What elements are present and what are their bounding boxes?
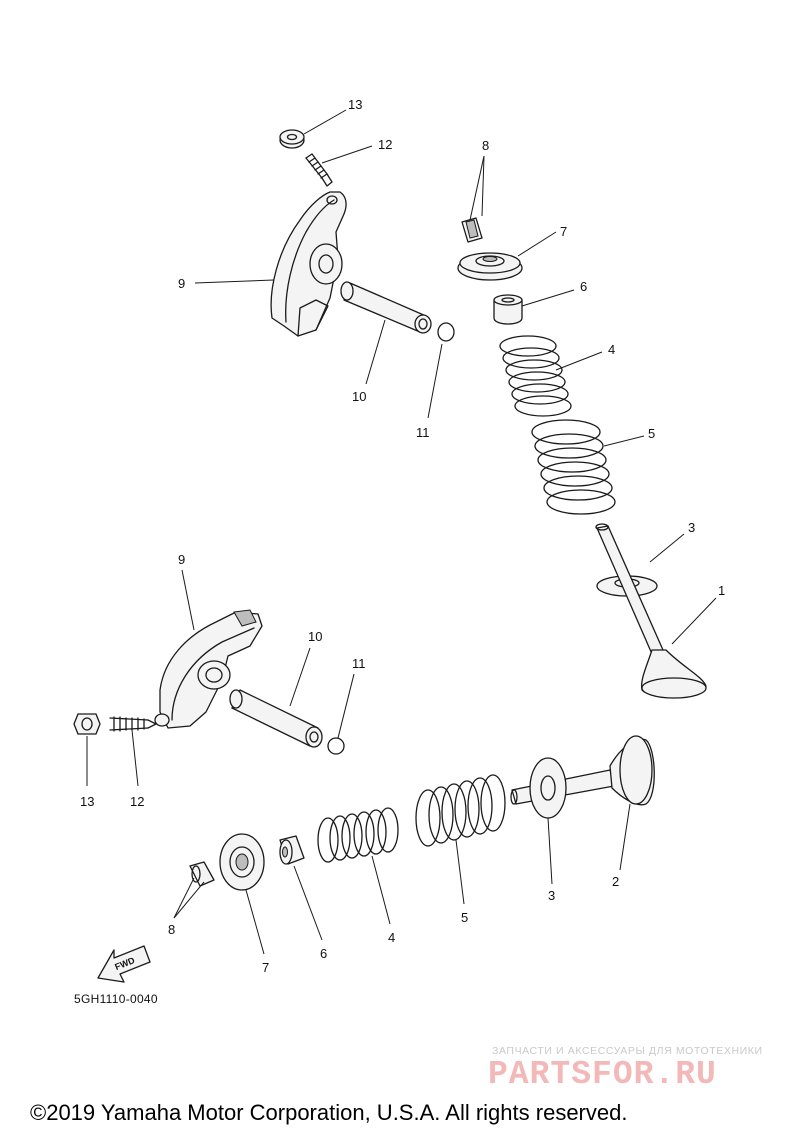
callout-top-1: 1 (718, 583, 725, 598)
callout-bottom-5: 5 (461, 910, 468, 925)
callout-bottom-11: 11 (352, 656, 366, 671)
callout-top-7: 7 (560, 224, 567, 239)
callout-bottom-7: 7 (262, 960, 269, 975)
callout-labels: 13 12 9 10 11 8 7 6 4 5 3 1 9 10 11 13 1… (80, 97, 725, 975)
watermark-tagline: ЗАПЧАСТИ И АКСЕССУАРЫ ДЛЯ МОТОТЕХНИКИ (492, 1045, 763, 1057)
callout-top-11: 11 (416, 425, 430, 440)
callout-top-12: 12 (378, 137, 392, 152)
inner-spring-4-bottom (317, 807, 399, 863)
bottom-assembly (73, 569, 655, 983)
callout-bottom-3: 3 (548, 888, 555, 903)
stem-seal-6-top (493, 294, 523, 325)
callout-top-3: 3 (688, 520, 695, 535)
inner-spring-4-top (499, 335, 572, 417)
spring-retainer-7-top (457, 252, 523, 281)
o-ring-11-bottom (327, 737, 345, 755)
nut-13-top (279, 129, 305, 149)
fwd-arrow-icon (97, 945, 151, 983)
callout-bottom-13: 13 (80, 794, 94, 809)
callout-top-6: 6 (580, 279, 587, 294)
callout-top-4: 4 (608, 342, 615, 357)
callout-top-13: 13 (348, 97, 362, 112)
part-code: 5GH1110-0040 (74, 992, 158, 1006)
rocker-shaft-10-top (340, 281, 432, 334)
intake-valve-1 (595, 523, 707, 699)
stem-seal-6-bottom (279, 835, 305, 865)
valve-cotter-8-bottom (189, 861, 215, 887)
callout-bottom-12: 12 (130, 794, 144, 809)
watermark-logo: PARTSFOR.RU (488, 1056, 717, 1093)
outer-spring-5-top (531, 419, 616, 515)
rocker-shaft-10-bottom (229, 689, 323, 748)
callout-bottom-2: 2 (612, 874, 619, 889)
spring-retainer-7-bottom (219, 833, 265, 891)
top-assembly (194, 109, 717, 699)
rocker-arm-9-top (270, 191, 347, 337)
callout-top-10: 10 (352, 389, 366, 404)
nut-13-bottom (73, 713, 101, 735)
adjusting-screw-12-bottom (109, 716, 157, 732)
rocker-arm-9-bottom (154, 609, 263, 729)
callout-top-9: 9 (178, 276, 185, 291)
callout-top-5: 5 (648, 426, 655, 441)
outer-spring-5-bottom (415, 774, 506, 847)
o-ring-11-top (437, 322, 455, 342)
callout-bottom-9: 9 (178, 552, 185, 567)
valve-cotter-8-top (461, 217, 483, 243)
callout-bottom-8: 8 (168, 922, 175, 937)
callout-top-8: 8 (482, 138, 489, 153)
copyright-notice: ©2019 Yamaha Motor Corporation, U.S.A. A… (30, 1100, 628, 1125)
spring-seat-3-bottom (529, 757, 567, 819)
callout-bottom-4: 4 (388, 930, 395, 945)
callout-bottom-6: 6 (320, 946, 327, 961)
callout-bottom-10: 10 (308, 629, 322, 644)
adjusting-screw-12-top (305, 153, 333, 187)
